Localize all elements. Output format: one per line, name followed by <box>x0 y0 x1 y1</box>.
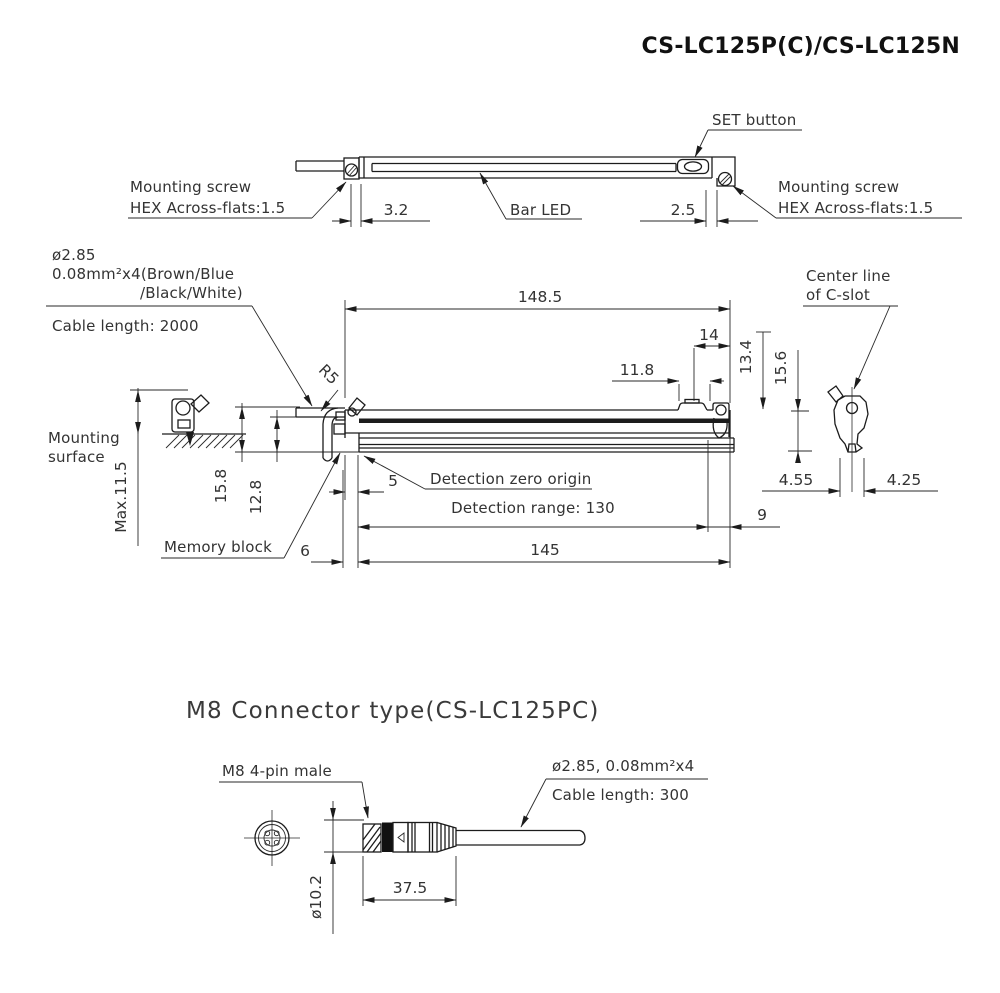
detection-zero-callout: Detection zero origin <box>357 455 592 568</box>
r5-callout: R5 <box>315 361 342 412</box>
pin-callout: M8 4-pin male <box>219 762 369 819</box>
dim-13-4-text: 13.4 <box>737 340 755 375</box>
dim-12-8-text: 12.8 <box>247 480 265 515</box>
mounting-screw-right-label-1: Mounting screw <box>778 178 899 196</box>
side-view-drawing: ø2.85 0.08mm²x4(Brown/Blue /Black/White)… <box>46 246 938 568</box>
mounting-screw-left-callout: Mounting screw HEX Across-flats:1.5 <box>128 178 347 219</box>
connector-drawing: M8 Connector type(CS-LC125PC) M8 4-pin m… <box>186 698 708 934</box>
pin-label: M8 4-pin male <box>222 762 332 780</box>
cable-spec-callout: ø2.85 0.08mm²x4(Brown/Blue /Black/White)… <box>46 246 313 407</box>
dim-2-5-text: 2.5 <box>671 201 696 219</box>
memory-block-label: Memory block <box>164 538 272 556</box>
dim-3-2: 3.2 <box>332 184 430 227</box>
cable-spec-diameter: ø2.85 <box>52 246 96 264</box>
detection-zero-label: Detection zero origin <box>430 470 591 488</box>
connector-cable-callout: ø2.85, 0.08mm²x4 Cable length: 300 <box>520 757 708 828</box>
mounting-screw-right-label-2: HEX Across-flats:1.5 <box>778 199 933 217</box>
top-right-bracket <box>712 156 736 187</box>
side-right-endcap <box>712 402 730 439</box>
dim-15-6-text: 15.6 <box>772 351 790 386</box>
bar-led-label: Bar LED <box>510 201 571 219</box>
set-button-side <box>677 398 708 411</box>
dim-4-25-text: 4.25 <box>887 471 922 489</box>
mounting-screw-right-callout: Mounting screw HEX Across-flats:1.5 <box>732 178 962 219</box>
dim-5: 5 <box>329 455 398 500</box>
connector-front-view <box>244 810 300 866</box>
bar-led-strip <box>371 162 677 173</box>
dim-4-55-text: 4.55 <box>779 471 814 489</box>
dim-3-2-text: 3.2 <box>384 201 409 219</box>
top-view-drawing: SET button Mounting screw HEX Across-fla… <box>128 111 962 227</box>
set-button-top <box>676 158 710 175</box>
dim-9-text: 9 <box>757 506 767 524</box>
mounting-surface-icon <box>162 394 246 449</box>
dim-max-11-5: Max.11.5 <box>112 388 188 546</box>
dim-14-text: 14 <box>699 326 719 344</box>
cslot-label-2: of C-slot <box>806 286 870 304</box>
connector-heading: M8 Connector type(CS-LC125PC) <box>186 698 600 724</box>
dim-10-2-text: ø10.2 <box>307 875 325 919</box>
dim-15-8: 15.8 <box>212 403 359 503</box>
side-view-cable <box>295 407 345 462</box>
bar-led-callout: Bar LED <box>479 172 582 220</box>
dim-15-8-text: 15.8 <box>212 469 230 504</box>
connector-cable <box>456 829 586 846</box>
memory-block-callout: Memory block <box>161 452 341 559</box>
dim-37-5: 37.5 <box>362 856 457 906</box>
dim-10-2: ø10.2 <box>307 801 364 934</box>
mounting-surface-label-2: surface <box>48 448 105 466</box>
mounting-screw-left-label-1: Mounting screw <box>130 178 251 196</box>
dim-4-55: 4.55 <box>762 458 841 497</box>
side-view-body <box>295 397 735 462</box>
connector-spec-label: ø2.85, 0.08mm²x4 <box>552 757 694 775</box>
memory-block <box>333 397 366 435</box>
dim-13-4: 13.4 <box>737 331 771 410</box>
dim-12-8: 12.8 <box>247 410 298 514</box>
connector-side-view <box>362 821 586 853</box>
detection-range-label: Detection range: 130 <box>451 499 615 517</box>
dim-11-8: 11.8 <box>612 361 724 401</box>
dim-9: 9 <box>708 438 780 568</box>
mounting-screw-left-label-2: HEX Across-flats:1.5 <box>130 199 285 217</box>
dim-37-5-text: 37.5 <box>393 879 428 897</box>
dim-4-25: 4.25 <box>863 458 938 497</box>
dim-148-5: 148.5 <box>344 288 731 403</box>
set-button-callout: SET button <box>694 111 802 158</box>
dim-max-text: Max.11.5 <box>112 461 130 532</box>
dim-5-text: 5 <box>388 472 398 490</box>
dim-11-8-text: 11.8 <box>620 361 655 379</box>
dim-15-6: 15.6 <box>772 350 812 463</box>
taper-section <box>436 821 457 853</box>
dim-148-5-text: 148.5 <box>518 288 562 306</box>
dim-6: 6 <box>300 470 344 568</box>
top-view-cable <box>295 160 344 172</box>
dim-6-text: 6 <box>300 542 310 560</box>
cable-spec-wires-2: /Black/White) <box>140 284 243 302</box>
cslot-cross-section <box>827 385 869 492</box>
cslot-callout: Center line of C-slot <box>803 267 898 390</box>
hatch-pattern <box>165 434 244 449</box>
knurl-section <box>362 823 382 853</box>
mounting-surface-label-1: Mounting <box>48 429 120 447</box>
dim-detection-range: Detection range: 130 <box>357 440 709 532</box>
page-title: CS-LC125P(C)/CS-LC125N <box>642 34 960 59</box>
dim-145: 145 <box>357 541 731 565</box>
connector-cable-length-label: Cable length: 300 <box>552 786 689 804</box>
set-button-label: SET button <box>712 111 796 129</box>
cable-length-label: Cable length: 2000 <box>52 317 199 335</box>
cable-spec-wires-1: 0.08mm²x4(Brown/Blue <box>52 265 234 283</box>
dim-145-text: 145 <box>530 541 560 559</box>
dim-14: 14 <box>693 326 731 401</box>
cslot-label-1: Center line <box>806 267 891 285</box>
r5-text: R5 <box>315 361 342 388</box>
dim-2-5: 2.5 <box>640 190 758 227</box>
top-view-body <box>343 156 736 187</box>
